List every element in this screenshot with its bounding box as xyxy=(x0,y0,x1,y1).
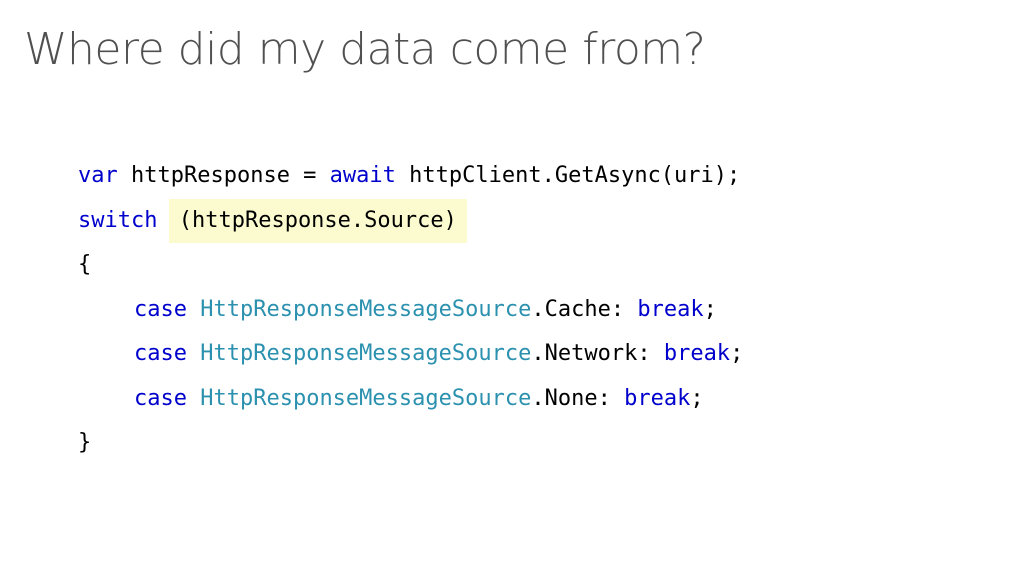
semicolon: ; xyxy=(703,296,717,322)
keyword-break: break xyxy=(624,385,691,411)
code-line-var: var httpResponse = await httpClient.GetA… xyxy=(78,154,743,199)
code-line-open-brace: { xyxy=(78,243,743,288)
keyword-case: case xyxy=(134,385,187,411)
keyword-case: case xyxy=(134,296,187,322)
code-line-switch: switch (httpResponse.Source) xyxy=(78,198,743,243)
type-name: HttpResponseMessageSource xyxy=(200,296,532,322)
code-text: httpClient.GetAsync(uri); xyxy=(395,163,741,188)
slide-title: Where did my data come from? xyxy=(24,24,706,75)
type-name: HttpResponseMessageSource xyxy=(200,385,532,411)
semicolon: ; xyxy=(690,385,704,411)
type-name: HttpResponseMessageSource xyxy=(200,341,532,366)
keyword-case: case xyxy=(134,341,187,366)
code-space xyxy=(187,297,200,322)
code-space xyxy=(187,386,200,411)
keyword-var: var xyxy=(78,163,118,188)
keyword-await: await xyxy=(329,163,396,188)
open-brace: { xyxy=(78,252,92,277)
keyword-switch: switch xyxy=(78,207,158,233)
close-brace: } xyxy=(78,430,92,455)
code-line-case-none: case HttpResponseMessageSource.None: bre… xyxy=(78,377,743,422)
code-line-case-network: case HttpResponseMessageSource.Network: … xyxy=(78,332,743,377)
code-text: httpResponse = xyxy=(117,163,330,188)
code-snippet: var httpResponse = await httpClient.GetA… xyxy=(78,154,743,466)
highlighted-expression: (httpResponse.Source) xyxy=(168,198,467,243)
semicolon: ; xyxy=(730,341,744,366)
keyword-break: break xyxy=(637,296,704,322)
code-line-case-cache: case HttpResponseMessageSource.Cache: br… xyxy=(78,288,743,333)
code-space xyxy=(187,341,200,366)
enum-member: .Network: xyxy=(531,341,664,366)
keyword-break: break xyxy=(663,341,731,366)
code-line-close-brace: } xyxy=(78,421,743,466)
enum-member: .None: xyxy=(531,385,625,411)
enum-member: .Cache: xyxy=(531,296,638,322)
